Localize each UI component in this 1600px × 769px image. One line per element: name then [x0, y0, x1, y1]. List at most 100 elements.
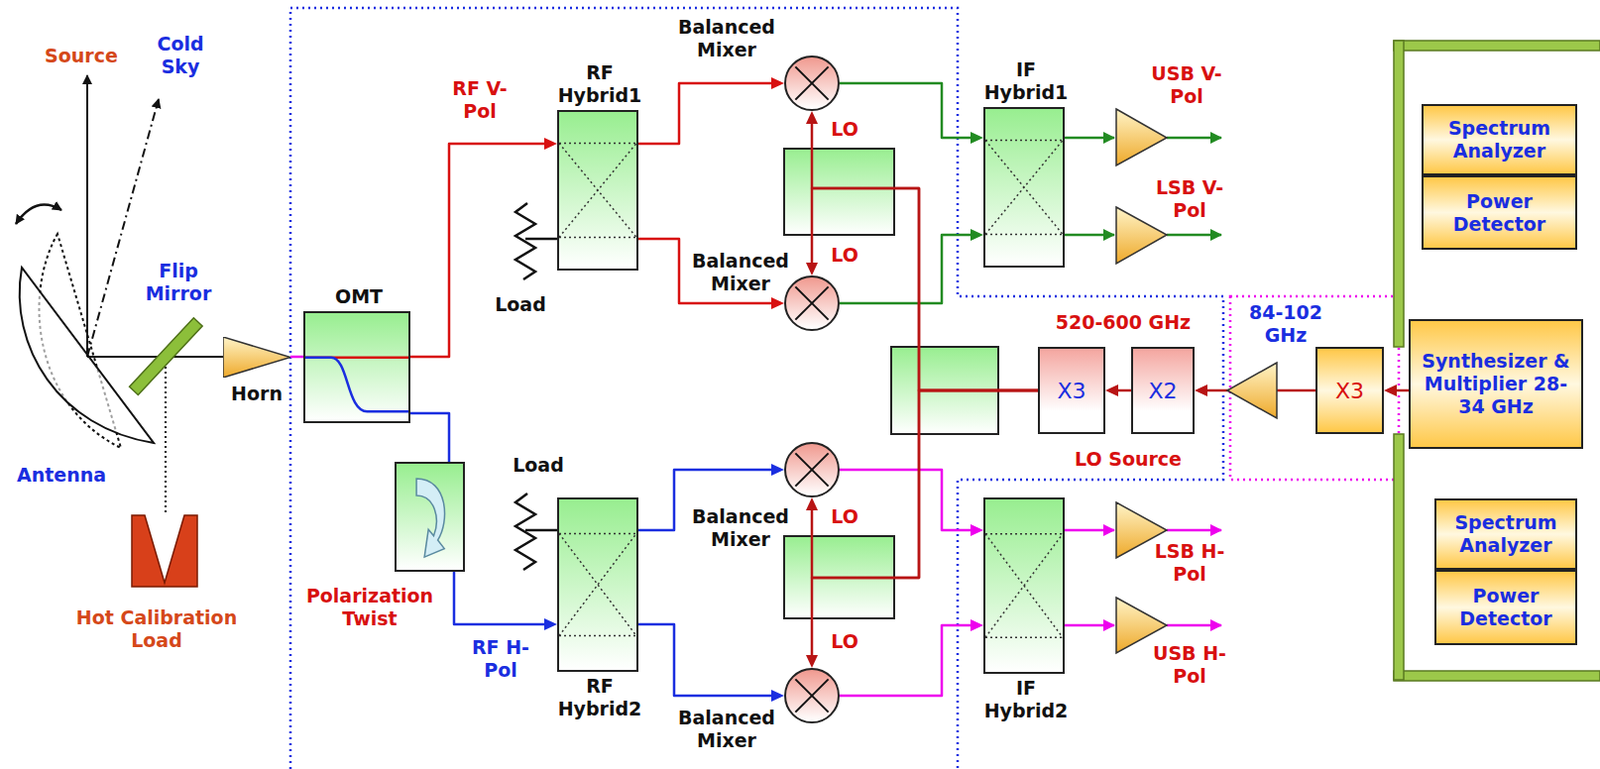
node-label: Balanced Mixer	[667, 15, 787, 62]
load-resistor	[525, 237, 558, 241]
node-label: X3	[1056, 379, 1086, 403]
arrow-head	[805, 655, 818, 669]
balanced-mixer-shape	[786, 444, 838, 496]
green-bracket	[1393, 40, 1600, 682]
arrow-head	[1194, 384, 1208, 397]
connector-line	[839, 234, 974, 304]
antenna-illustration	[87, 355, 224, 358]
node-label: Balanced Mixer	[681, 249, 800, 296]
balanced-mixer: Balanced Mixer	[784, 442, 840, 498]
connector-line	[839, 83, 974, 138]
signal-connector	[638, 624, 785, 702]
if-output-wire	[1064, 233, 1115, 237]
rf-hybrid-shape	[559, 236, 637, 239]
balanced-mixer-shape	[795, 453, 828, 486]
if-hybrid-shape	[985, 636, 1063, 639]
arrow-head	[544, 618, 558, 631]
multiplier-box: X3	[1315, 346, 1384, 435]
load-resistor	[515, 493, 536, 571]
if-hybrid-shape	[985, 534, 1063, 638]
node-label: IF Hybrid1	[976, 58, 1076, 105]
amplifier-symbol	[1116, 109, 1277, 654]
signal-connector	[839, 228, 984, 304]
text-label: RF V-Pol	[445, 77, 515, 123]
if-hybrid: IF Hybrid2	[983, 497, 1065, 675]
signal-connector	[290, 356, 304, 358]
region-outline	[290, 7, 1399, 769]
connector-line	[638, 83, 775, 144]
balanced-mixer-shape	[795, 453, 828, 486]
text-label: Load	[485, 293, 556, 317]
rf-hybrid: RF Hybrid2	[557, 497, 639, 673]
lo-coupler	[784, 148, 999, 619]
signal-connector	[839, 469, 984, 537]
green-bracket	[1393, 671, 1600, 682]
load-resistor	[525, 529, 558, 533]
arrow-head	[771, 463, 785, 476]
antenna-illustration	[86, 75, 89, 357]
text-label: Flip Mirror	[133, 259, 224, 306]
if-output-wire	[1166, 136, 1222, 140]
node-label: RF Hybrid1	[550, 61, 650, 108]
arrow-head	[805, 262, 818, 276]
text-label: LO	[824, 505, 865, 529]
connector-line	[410, 413, 450, 462]
polarization-twist: Polarization Twist	[394, 461, 465, 572]
connector-line	[410, 143, 548, 357]
balanced-mixer: Balanced Mixer	[784, 668, 840, 724]
if-hybrid-shape	[985, 534, 1063, 638]
if-output-wire	[1166, 624, 1222, 628]
arrow-head	[771, 77, 785, 90]
instrument-box: Spectrum Analyzer	[1421, 104, 1578, 176]
antenna-illustration	[87, 99, 159, 357]
load-resistor	[515, 203, 536, 280]
if-hybrid-shape	[985, 499, 1063, 673]
node-label: Polarization Twist	[285, 584, 455, 631]
node-label: RF Hybrid2	[550, 675, 650, 721]
text-label: LSB V-Pol	[1149, 176, 1230, 223]
amplifier-symbol	[1116, 207, 1167, 264]
rf-hybrid-shape	[559, 635, 637, 638]
balanced-mixer-shape	[795, 66, 828, 100]
text-label: LO Source	[1063, 448, 1193, 471]
antenna-illustration	[131, 515, 198, 587]
load-resistor	[515, 203, 558, 571]
amplifier-symbol	[1227, 362, 1277, 419]
text-label: RF H-Pol	[460, 636, 541, 683]
node-label: OMT	[314, 285, 404, 309]
multiplier-box: X2	[1131, 346, 1195, 435]
signal-connector	[839, 619, 984, 696]
arrow-head	[771, 297, 785, 310]
if-hybrid: IF Hybrid1	[983, 107, 1065, 268]
multiplier-box: X3	[1037, 346, 1106, 435]
horn-antenna: Horn	[223, 337, 291, 378]
text-label: Hot Calibration Load	[57, 606, 256, 653]
node-label: Power Detector	[1436, 584, 1576, 631]
if-hybrid-shape	[985, 140, 1063, 235]
signal-connector	[638, 77, 785, 144]
if-output-wire	[1064, 624, 1115, 628]
arrow-head	[805, 497, 818, 511]
antenna-illustration	[164, 356, 167, 514]
instrument-box: Power Detector	[1434, 570, 1578, 646]
balanced-mixer-shape	[786, 57, 838, 110]
text-label: Cold Sky	[140, 32, 221, 79]
balanced-mixer-shape	[786, 277, 838, 330]
node-label: Spectrum Analyzer	[1423, 116, 1576, 163]
node-label: Synthesizer & Multiplier 28-34 GHz	[1421, 349, 1571, 419]
balanced-mixer-shape	[795, 286, 828, 320]
node-label: IF Hybrid2	[976, 677, 1076, 723]
antenna-illustration	[129, 318, 204, 396]
text-label: Load	[503, 454, 573, 477]
if-hybrid-shape	[985, 109, 1063, 266]
instrument-box: Power Detector	[1421, 175, 1578, 250]
if-hybrid-shape	[985, 533, 1063, 536]
signal-connector	[410, 413, 450, 462]
if-hybrid-shape	[985, 139, 1063, 142]
arrow-head	[970, 619, 984, 632]
node-label: Spectrum Analyzer	[1436, 511, 1576, 558]
rf-hybrid-shape	[559, 112, 637, 269]
balanced-mixer-shape	[795, 66, 828, 100]
arrow-head	[1383, 384, 1397, 397]
